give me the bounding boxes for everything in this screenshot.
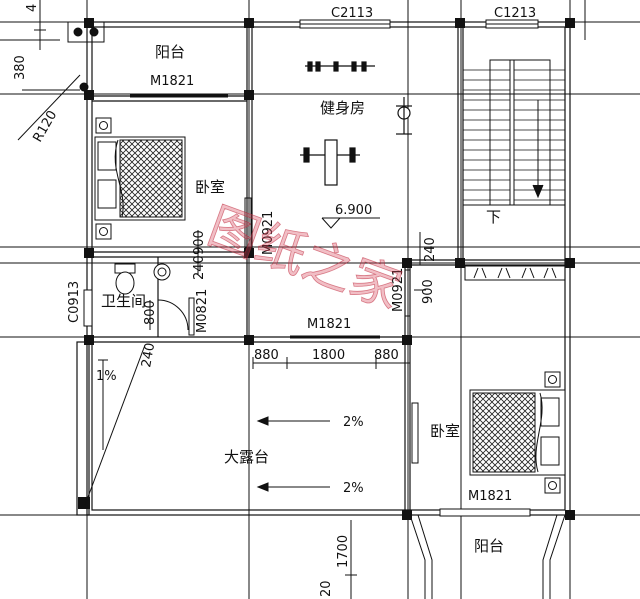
dim-r120: R120 — [30, 108, 60, 145]
dim-240-terrace: 240 — [139, 342, 158, 369]
window-bath — [83, 289, 93, 327]
code-door-bath: M0821 — [195, 289, 210, 333]
code-door-terrace: M1821 — [307, 317, 351, 332]
windows — [83, 19, 539, 517]
nightstands-east — [544, 371, 561, 494]
code-door-bedroom-east: M0921 — [391, 268, 406, 312]
pipe-symbol — [67, 21, 105, 92]
room-label-terrace: 大露台 — [224, 448, 269, 466]
slope-terrace-lower: 2% — [343, 481, 364, 496]
room-label-bedroom-east: 卧室 — [430, 422, 460, 440]
watermark: 图纸之家 — [201, 197, 409, 320]
stair — [463, 59, 565, 206]
level-value: 6.900 — [335, 203, 372, 218]
dim-800: 800 — [143, 300, 158, 325]
nightstands-west — [95, 117, 112, 240]
room-label-gym: 健身房 — [320, 99, 365, 117]
toilet — [114, 263, 136, 295]
window-balcony-south — [439, 508, 531, 517]
dim-880-right: 880 — [374, 348, 399, 363]
dim-240-top: 240 — [423, 237, 438, 262]
dim-1700: 1700 — [336, 535, 351, 568]
slope-arrows — [256, 416, 330, 492]
dim-380: 380 — [13, 55, 28, 80]
dim-20: 20 — [319, 580, 334, 597]
code-window-stair: C1213 — [494, 6, 536, 21]
basin — [153, 263, 171, 281]
dim-1800: 1800 — [312, 348, 345, 363]
dim-900-east: 900 — [421, 279, 436, 304]
code-window-gym: C2113 — [331, 6, 373, 21]
dim-4: 4 — [25, 4, 40, 12]
dim-900-west: 900 — [192, 230, 207, 255]
dim-240-west: 240 — [192, 255, 207, 280]
gym-equipment — [300, 61, 412, 186]
balcony-south — [409, 514, 566, 599]
room-label-balcony-north: 阳台 — [155, 43, 185, 61]
room-label-balcony-south: 阳台 — [474, 537, 504, 555]
bed-west — [94, 136, 186, 221]
bed-east — [469, 389, 566, 476]
dimension-lines — [17, 0, 426, 599]
stair-direction-label: 下 — [486, 208, 501, 226]
code-window-bath: C0913 — [67, 281, 82, 323]
level-marker — [321, 217, 380, 229]
columns — [78, 18, 575, 520]
code-door-balcony-south: M1821 — [468, 489, 512, 504]
code-door-bedroom-west: M0921 — [261, 211, 276, 255]
slope-terrace-upper: 2% — [343, 415, 364, 430]
doors — [130, 94, 419, 464]
room-label-bedroom-west: 卧室 — [195, 178, 225, 196]
slope-terrace-left: 1% — [96, 369, 117, 384]
code-door-balcony-north: M1821 — [150, 74, 194, 89]
wardrobe-east — [464, 265, 566, 281]
dim-880-left: 880 — [254, 348, 279, 363]
room-label-bathroom: 卫生间 — [101, 292, 146, 310]
